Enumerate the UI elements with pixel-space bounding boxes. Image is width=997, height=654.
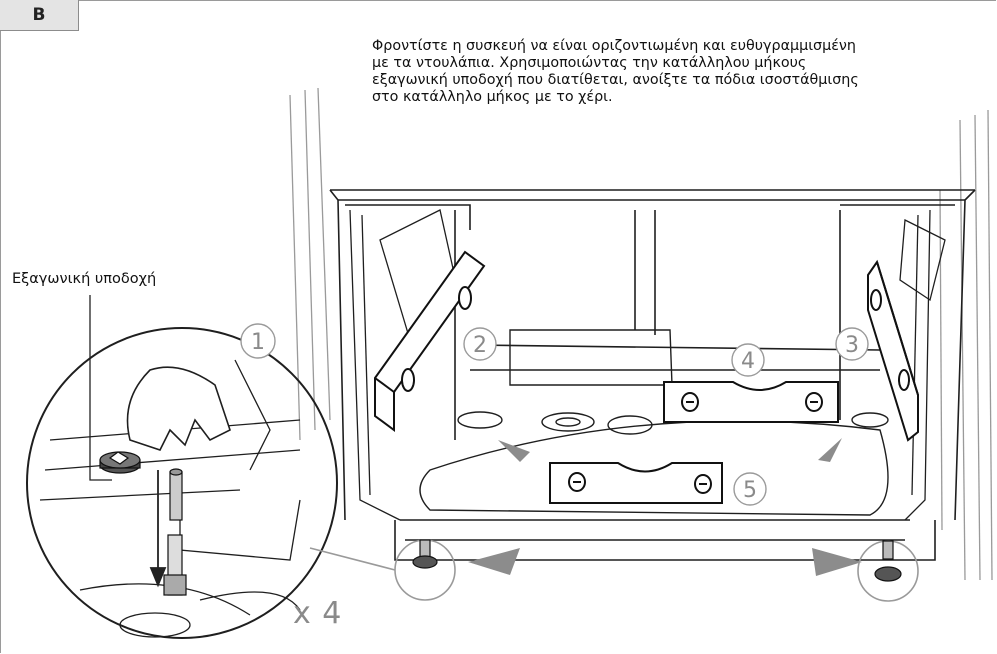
instruction-line-3: εξαγωνική υποδοχή που διατίθεται, ανοίξτ… bbox=[372, 72, 859, 88]
down-arrow bbox=[149, 470, 167, 588]
instruction-text: Φροντίστε η συσκευή να είναι οριζοντιωμέ… bbox=[372, 38, 972, 106]
step-5-circle bbox=[733, 472, 767, 506]
step-5-number: 5 bbox=[743, 478, 757, 503]
direction-arrows bbox=[468, 438, 862, 576]
detail-magnifier bbox=[26, 327, 396, 639]
leveling-foot-left-detail bbox=[412, 539, 438, 569]
step-4-number: 4 bbox=[741, 349, 755, 374]
side-rails bbox=[349, 209, 946, 521]
quantity-label: x 4 bbox=[293, 596, 343, 631]
hex-socket bbox=[99, 451, 141, 474]
step-4-circle bbox=[731, 343, 765, 377]
leveling-foot-right-detail bbox=[874, 540, 902, 582]
callout-leader bbox=[89, 295, 112, 481]
hand-illustration bbox=[126, 366, 231, 451]
spirit-level-3 bbox=[867, 259, 919, 442]
hex-socket-label: Εξαγωνική υποδοχή bbox=[12, 271, 157, 287]
instruction-line-1: Φροντίστε η συσκευή να είναι οριζοντιωμέ… bbox=[372, 38, 856, 54]
instruction-line-4: στο κατάλληλο μήκος με το χέρι. bbox=[372, 89, 613, 105]
leveling-leg-detail bbox=[163, 468, 187, 596]
step-1-number: 1 bbox=[251, 330, 265, 355]
section-label: B bbox=[0, 0, 79, 31]
step-2-circle bbox=[463, 327, 497, 361]
step-2-number: 2 bbox=[473, 333, 487, 358]
spirit-level-5 bbox=[549, 462, 723, 504]
spirit-level-2 bbox=[374, 250, 486, 432]
section-letter: B bbox=[32, 5, 46, 25]
step-1-circle bbox=[240, 323, 276, 359]
tub-floor bbox=[419, 329, 889, 516]
step-3-circle bbox=[835, 327, 869, 361]
right-cabinet-panel bbox=[939, 109, 993, 581]
spirit-level-4 bbox=[663, 381, 839, 423]
instruction-line-2: με τα ντουλάπια. Χρησιμοποιώντας την κατ… bbox=[372, 55, 807, 71]
left-cabinet-panel bbox=[289, 87, 331, 441]
step-3-number: 3 bbox=[845, 333, 859, 358]
appliance-frame bbox=[329, 189, 976, 561]
